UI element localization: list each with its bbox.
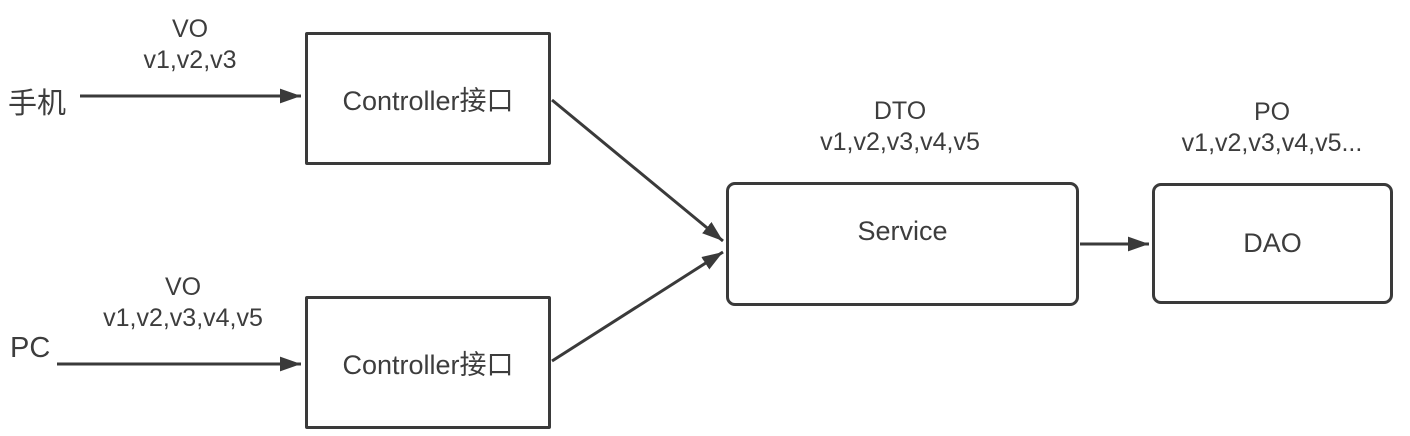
node-dao: DAO bbox=[1152, 183, 1393, 304]
node-controller-bottom: Controller接口 bbox=[305, 296, 551, 429]
node-service: Service bbox=[726, 182, 1079, 306]
edge-label-dto-title: DTO bbox=[873, 97, 927, 125]
edge-label-po-title: PO bbox=[1253, 98, 1291, 126]
edge-label-pc-vo-title: VO bbox=[164, 273, 202, 301]
edge-label-po: PO v1,v2,v3,v4,v5... bbox=[1162, 97, 1382, 159]
arrow-controller-top-to-service bbox=[551, 98, 724, 243]
edge-label-mobile-vo-values: v1,v2,v3 bbox=[143, 46, 237, 74]
edge-label-pc-vo-values: v1,v2,v3,v4,v5 bbox=[103, 304, 263, 332]
edge-label-dto: DTO v1,v2,v3,v4,v5 bbox=[790, 96, 1010, 158]
edge-label-dto-values: v1,v2,v3,v4,v5 bbox=[820, 128, 980, 156]
endpoint-pc-label: PC bbox=[10, 332, 51, 364]
edge-label-po-values: v1,v2,v3,v4,v5... bbox=[1181, 129, 1363, 157]
edge-label-mobile-vo: VO v1,v2,v3 bbox=[90, 14, 290, 76]
edge-label-mobile-vo-title: VO bbox=[171, 15, 209, 43]
edge-label-pc-vo: VO v1,v2,v3,v4,v5 bbox=[83, 272, 283, 334]
endpoint-mobile-label: 手机 bbox=[8, 88, 67, 120]
node-controller-top: Controller接口 bbox=[305, 32, 551, 165]
arrow-controller-bottom-to-service bbox=[551, 250, 724, 363]
